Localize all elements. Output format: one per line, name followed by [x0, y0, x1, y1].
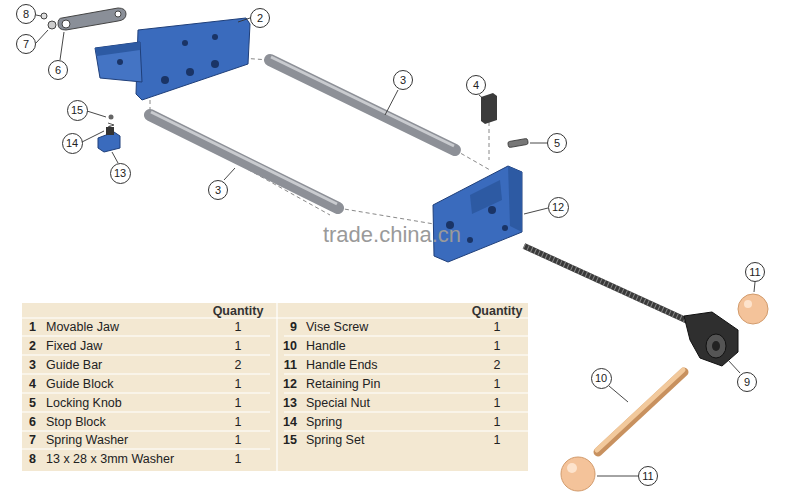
part-name: Fixed Jaw	[46, 339, 102, 353]
part-name: Vise Screw	[306, 320, 368, 334]
callout-number: 9	[737, 372, 757, 392]
part-number: 2	[29, 339, 36, 353]
part-number: 10	[283, 339, 297, 353]
part-number: 9	[290, 320, 297, 334]
part-quantity: 1	[235, 433, 242, 447]
movable-jaw	[433, 166, 522, 262]
part-quantity: 1	[494, 320, 501, 334]
stop-block	[41, 8, 126, 30]
part-quantity: 1	[235, 396, 242, 410]
handle	[561, 294, 768, 491]
part-name: Spring	[306, 415, 342, 429]
part-name: Spring Set	[306, 433, 364, 447]
fixed-jaw	[95, 18, 250, 100]
part-number: 8	[29, 452, 36, 466]
watermark: trade.china.cn	[323, 222, 461, 248]
part-number: 12	[283, 377, 297, 391]
callout-number: 5	[547, 133, 567, 153]
leader-lines	[36, 15, 755, 476]
part-quantity: 1	[235, 339, 242, 353]
part-name: Movable Jaw	[46, 320, 119, 334]
part-name: 13 x 28 x 3mm Washer	[46, 452, 174, 466]
callout-number: 14	[62, 133, 83, 154]
callout-number: 8	[16, 4, 36, 24]
assembly-lines	[110, 55, 490, 225]
part-name: Spring Washer	[46, 433, 128, 447]
part-number: 6	[29, 415, 36, 429]
table-header: Quantity	[472, 304, 523, 318]
part-name: Handle Ends	[306, 358, 378, 372]
spring-nut	[98, 115, 120, 153]
part-quantity: 1	[494, 415, 501, 429]
callout-number: 3	[208, 180, 228, 200]
part-name: Stop Block	[46, 415, 106, 429]
part-quantity: 1	[494, 433, 501, 447]
part-quantity: 1	[235, 415, 242, 429]
part-name: Guide Block	[46, 377, 113, 391]
part-number: 5	[29, 396, 36, 410]
part-number: 13	[283, 396, 297, 410]
callout-number: 12	[548, 197, 569, 218]
part-name: Guide Bar	[46, 358, 102, 372]
table-rules	[22, 303, 528, 471]
guide-block	[481, 93, 528, 148]
guide-bars	[150, 57, 455, 208]
callout-number: 15	[67, 100, 88, 121]
part-name: Handle	[306, 339, 346, 353]
callout-number: 4	[466, 75, 486, 95]
table-panel	[22, 303, 528, 471]
part-name: Locking Knob	[46, 396, 122, 410]
part-name: Retaining Pin	[306, 377, 380, 391]
part-quantity: 2	[235, 358, 242, 372]
part-number: 14	[283, 415, 297, 429]
part-quantity: 1	[494, 377, 501, 391]
callout-number: 11	[745, 262, 765, 282]
callout-number: 2	[250, 8, 270, 28]
part-number: 7	[29, 433, 36, 447]
part-quantity: 1	[494, 396, 501, 410]
callout-number: 6	[48, 60, 68, 80]
callout-number: 10	[591, 368, 612, 389]
part-quantity: 1	[235, 452, 242, 466]
callout-number: 11	[638, 466, 658, 486]
part-quantity: 1	[494, 339, 501, 353]
vise-screw	[524, 246, 738, 366]
part-quantity: 1	[235, 377, 242, 391]
callout-number: 13	[110, 163, 131, 184]
part-quantity: 2	[494, 358, 501, 372]
part-number: 4	[29, 377, 36, 391]
part-number: 1	[29, 320, 36, 334]
part-number: 3	[29, 358, 36, 372]
callout-number: 7	[16, 34, 36, 54]
part-number: 11	[284, 358, 297, 372]
part-quantity: 1	[235, 320, 242, 334]
part-name: Special Nut	[306, 396, 370, 410]
part-number: 15	[283, 433, 297, 447]
table-header: Quantity	[213, 304, 264, 318]
callout-number: 3	[393, 70, 413, 90]
